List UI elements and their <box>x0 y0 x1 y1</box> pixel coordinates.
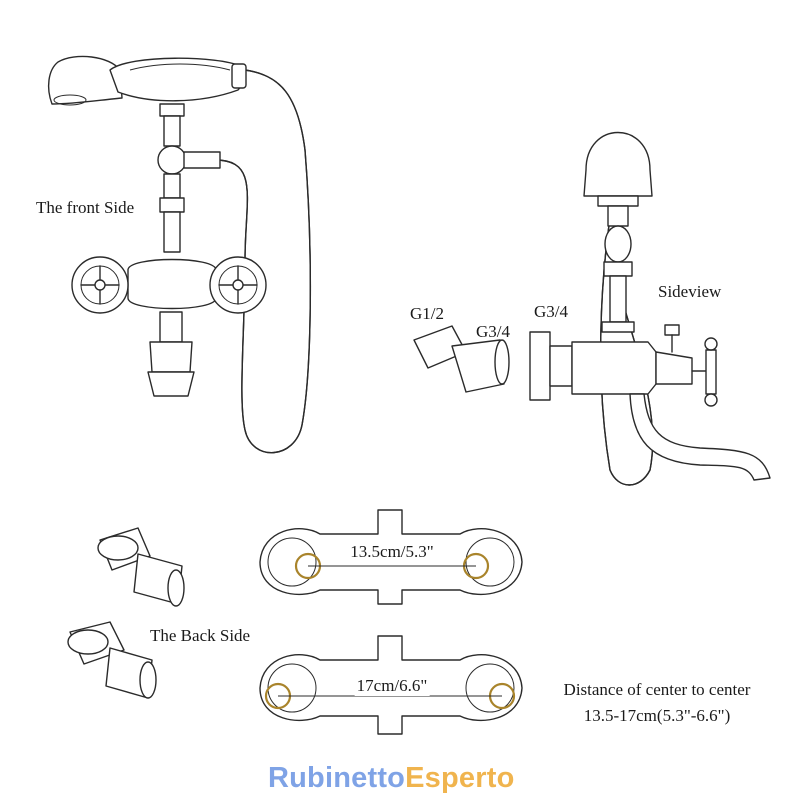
thread-g34-adapter-label: G3/4 <box>476 322 510 341</box>
handset-cradle-icon <box>109 57 245 102</box>
side-view-faucet <box>529 132 771 486</box>
back-side-label: The Back Side <box>150 626 251 645</box>
faucet-body-icon <box>127 258 217 310</box>
spout-nozzle-icon <box>149 341 193 373</box>
distance-caption-line2: 13.5-17cm(5.3"-6.6") <box>583 706 731 725</box>
wall-flange-icon <box>529 331 551 401</box>
thread-g34-body-label: G3/4 <box>534 302 568 321</box>
sideview-label: Sideview <box>658 282 722 301</box>
right-cross-handle-icon <box>209 256 267 314</box>
distance-caption-line1: Distance of center to center <box>563 680 751 699</box>
thread-adapter-back-1-icon <box>97 527 185 607</box>
distance-large-label: 17cm/6.6" <box>354 676 430 696</box>
sideview-spout-icon <box>629 393 771 481</box>
brand-logo-part2: Esperto <box>405 762 515 794</box>
handset-head-icon <box>47 55 123 105</box>
thread-g12-label: G1/2 <box>410 304 444 323</box>
thread-adapter-top-icon <box>413 325 510 393</box>
distance-small-label: 13.5cm/5.3" <box>348 542 436 562</box>
front-side-label: The front Side <box>36 198 135 217</box>
brand-logo-part1: Rubinetto <box>268 762 406 794</box>
front-view-faucet <box>47 55 312 454</box>
brand-logo: RubinettoEsperto <box>268 762 514 795</box>
riser-joint-icon <box>157 145 187 175</box>
thread-adapter-back-2-icon <box>67 621 157 699</box>
left-cross-handle-icon <box>71 256 129 314</box>
sideview-cap-icon <box>583 132 653 197</box>
